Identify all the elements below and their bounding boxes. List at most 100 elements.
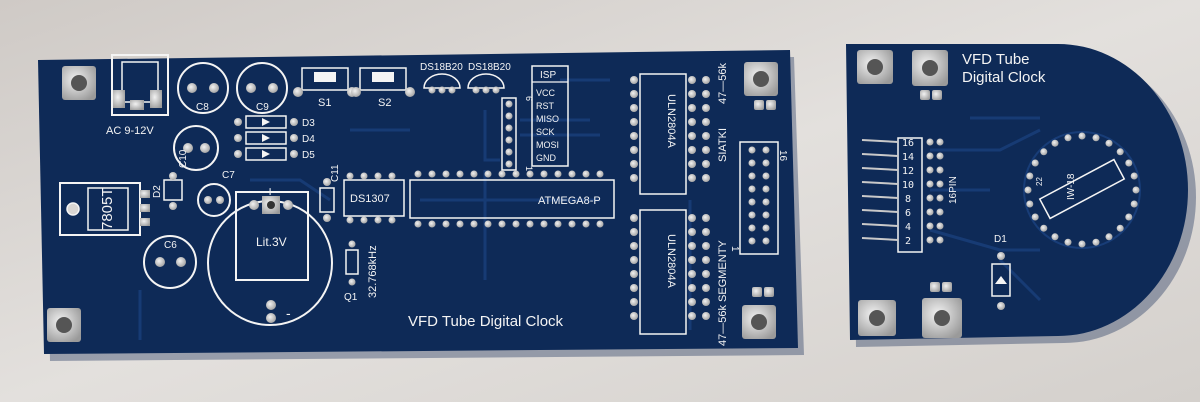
display-board-pcb bbox=[846, 44, 1188, 340]
tube-pad bbox=[1105, 233, 1113, 241]
tube-pad bbox=[1051, 233, 1059, 241]
pin-4: 4 bbox=[905, 222, 911, 233]
grid-resistor-label: 47—56k bbox=[717, 63, 729, 104]
tube-pad bbox=[1064, 134, 1072, 142]
main-board-pcb bbox=[38, 50, 798, 354]
d5-label: D5 bbox=[302, 150, 315, 161]
driver-top-label: ULN2804A bbox=[665, 94, 677, 148]
tube-pad bbox=[1040, 224, 1048, 232]
jumper-pads bbox=[752, 100, 776, 297]
isp-pin-gnd: GND bbox=[536, 153, 557, 163]
isp-pin-rst: RST bbox=[536, 101, 555, 111]
tube-pad bbox=[1031, 213, 1039, 221]
battery-minus: - bbox=[286, 305, 291, 321]
isp-pin-one: 1 bbox=[524, 166, 534, 171]
diodes-d3-d5 bbox=[234, 115, 298, 161]
pin-8: 8 bbox=[905, 194, 911, 205]
battery-holder bbox=[207, 191, 333, 326]
tube-pad bbox=[1105, 139, 1113, 147]
tube-pad bbox=[1132, 186, 1140, 194]
c11-label: C11 bbox=[330, 164, 341, 182]
sensor-footprints bbox=[423, 73, 505, 94]
isp-pin-vcc: VCC bbox=[536, 88, 556, 98]
crystal bbox=[345, 240, 359, 286]
traces bbox=[138, 78, 692, 340]
diode-d2 bbox=[163, 172, 183, 210]
c7-label: C7 bbox=[222, 170, 235, 181]
power-input-label: AC 9-12V bbox=[106, 125, 154, 137]
pin-2: 2 bbox=[905, 236, 911, 247]
c9-label: C9 bbox=[256, 102, 269, 113]
tube-label: IW-18 bbox=[1066, 173, 1077, 200]
tube-pad bbox=[1078, 240, 1086, 248]
capacitor-c11 bbox=[319, 178, 335, 222]
isp-title: ISP bbox=[540, 70, 556, 81]
tube-pad bbox=[1092, 134, 1100, 142]
tube-pad bbox=[1092, 238, 1100, 246]
tube-pad bbox=[1130, 172, 1138, 180]
capacitor-c7 bbox=[197, 183, 231, 217]
tube-pad bbox=[1026, 172, 1034, 180]
d4-label: D4 bbox=[302, 134, 315, 145]
tube-pin-label: 22 bbox=[1035, 177, 1044, 186]
q1-label: Q1 bbox=[344, 292, 358, 303]
c10-label: C10 bbox=[178, 149, 189, 168]
display-jumper-pads bbox=[920, 90, 952, 292]
pin-header-label: 16PIN bbox=[948, 176, 959, 204]
segment-label: 47—56k SEGMENTY bbox=[717, 240, 729, 346]
tube-pad bbox=[1031, 159, 1039, 167]
display-title-line1: VFD Tube bbox=[962, 51, 1030, 68]
display-title-line2: Digital Clock bbox=[962, 69, 1046, 86]
pin-16: 16 bbox=[902, 138, 914, 149]
s2-label: S2 bbox=[378, 97, 391, 109]
isp-pin-count: 6 bbox=[524, 96, 534, 101]
mount-pads bbox=[47, 62, 778, 342]
sensor-2-label: DS18B20 bbox=[468, 62, 511, 73]
isp-pin-miso: MISO bbox=[536, 114, 559, 124]
pin-6: 6 bbox=[905, 208, 911, 219]
driver-bottom-label: ULN2804A bbox=[665, 234, 677, 288]
capacitor-c10 bbox=[173, 125, 219, 171]
tube-pad bbox=[1125, 159, 1133, 167]
tube-pad bbox=[1125, 213, 1133, 221]
tube-pad bbox=[1024, 186, 1032, 194]
d3-label: D3 bbox=[302, 118, 315, 129]
regulator-label: 7805T bbox=[99, 187, 116, 230]
d1-label: D1 bbox=[994, 234, 1007, 245]
tube-pad bbox=[1116, 148, 1124, 156]
display-mount-pads bbox=[857, 50, 962, 338]
regulator-7805t bbox=[59, 182, 150, 236]
s1-label: S1 bbox=[318, 97, 331, 109]
driver-top bbox=[630, 73, 710, 195]
driver-bottom bbox=[630, 209, 710, 335]
tube-pad bbox=[1026, 200, 1034, 208]
vfd-tube-footprint bbox=[1023, 131, 1141, 249]
display-board: VFD Tube Digital Clock bbox=[846, 44, 1196, 347]
tube-pad bbox=[1130, 200, 1138, 208]
tube-pad bbox=[1078, 132, 1086, 140]
pin-header bbox=[861, 137, 944, 253]
battery-label: Lit.3V bbox=[256, 235, 287, 249]
isp-header bbox=[501, 65, 569, 171]
tube-pad bbox=[1051, 139, 1059, 147]
mcu-chip bbox=[409, 170, 615, 228]
display-connector bbox=[739, 141, 779, 255]
mcu-label: ATMEGA8-P bbox=[538, 195, 601, 207]
pin-14: 14 bbox=[902, 152, 914, 163]
tube-pad bbox=[1040, 148, 1048, 156]
pin-10: 10 bbox=[902, 180, 914, 191]
capacitor-c8 bbox=[177, 62, 229, 114]
tube-pad bbox=[1064, 238, 1072, 246]
rtc-chip bbox=[343, 172, 405, 224]
capacitor-c6 bbox=[143, 235, 197, 289]
isp-pin-sck: SCK bbox=[536, 127, 555, 137]
diode-d1 bbox=[991, 252, 1011, 310]
display-traces bbox=[929, 116, 1042, 302]
ac-connector bbox=[111, 54, 169, 116]
switch-s2 bbox=[351, 67, 415, 97]
connector-pin-1: 1 bbox=[729, 246, 740, 252]
main-board-title: VFD Tube Digital Clock bbox=[408, 313, 564, 330]
battery-plus: + bbox=[266, 183, 274, 199]
d2-label: D2 bbox=[152, 185, 163, 198]
